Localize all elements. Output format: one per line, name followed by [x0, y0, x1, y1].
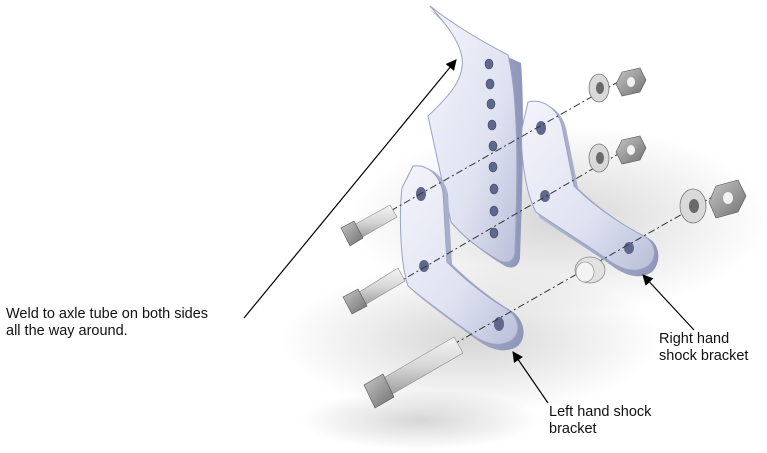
weld-callout-line2: all the way around. [6, 323, 128, 339]
bolt-lower [363, 336, 464, 409]
left-bracket-callout: Left hand shock bracket [549, 404, 651, 438]
bolt-upper [340, 204, 398, 247]
weld-leader-arrow [243, 59, 457, 319]
right-bracket-callout: Right hand shock bracket [659, 331, 748, 365]
axle-bracket-holes [484, 58, 499, 239]
left-bracket-callout-line2: bracket [549, 421, 597, 437]
leader-arrows [243, 59, 695, 404]
weld-callout: Weld to axle tube on both sides all the … [6, 306, 208, 340]
left-bracket-leader-arrow [512, 351, 549, 404]
nut-upper [615, 67, 647, 97]
right-bracket-leader-arrow [642, 274, 695, 331]
nut-lower [708, 179, 747, 219]
ground-shadows [280, 125, 767, 450]
spacer-bushing [574, 256, 606, 284]
right-bracket-callout-line2: shock bracket [659, 348, 749, 364]
weld-callout-line1: Weld to axle tube on both sides [6, 306, 209, 322]
washer-upper [588, 73, 610, 103]
washer-middle [588, 143, 610, 173]
right-bracket-callout-line1: Right hand [659, 331, 730, 347]
left-bracket-callout-line1: Left hand shock [549, 404, 652, 420]
right-hand-shock-bracket [521, 100, 659, 277]
axle-bracket [427, 5, 523, 268]
nut-middle [615, 135, 647, 165]
left-hand-shock-bracket [399, 165, 524, 351]
washer-lower [679, 188, 707, 224]
bolt-middle [342, 267, 406, 315]
